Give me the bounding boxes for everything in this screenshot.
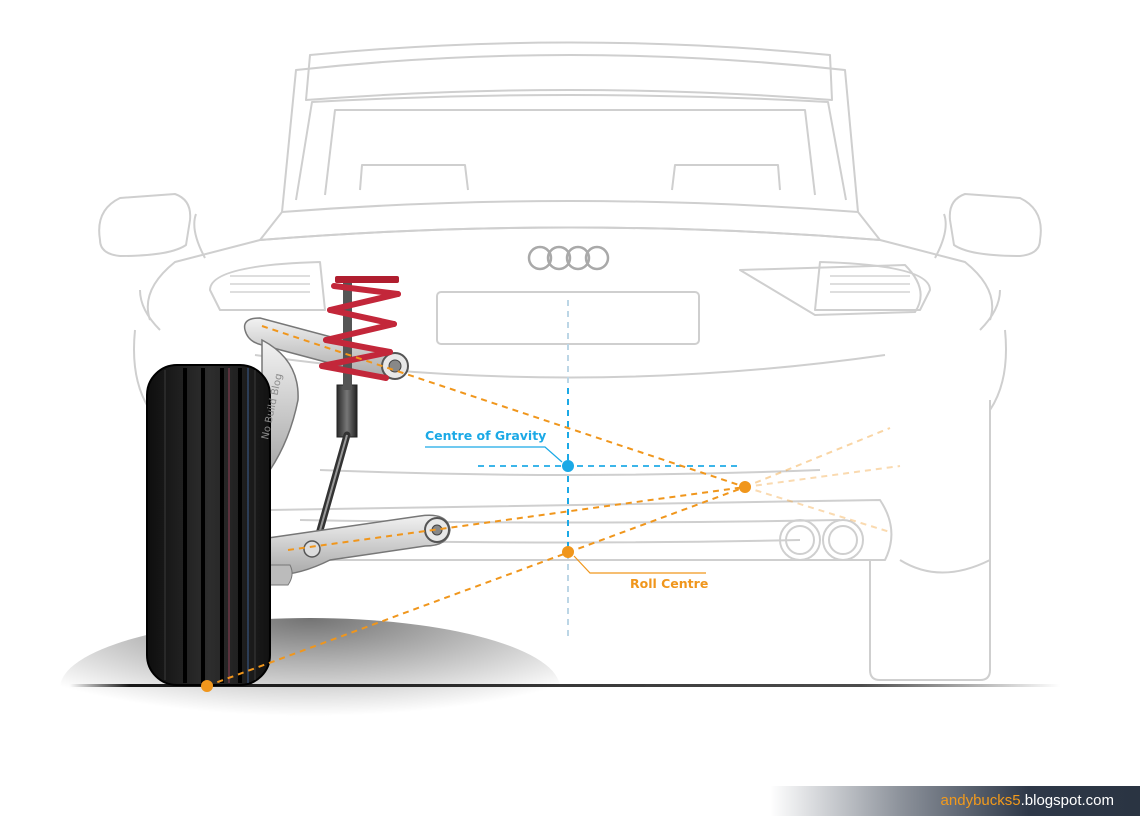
cog-point (562, 460, 574, 472)
cog-label-group: Centre of Gravity (425, 428, 563, 463)
footer-site-rest: .blogspot.com (1020, 792, 1114, 809)
tail-light-left (230, 275, 310, 293)
footer-site-link[interactable]: andybucks5.blogspot.com (941, 792, 1114, 809)
hub-carrier (261, 338, 299, 471)
cog-label: Centre of Gravity (425, 428, 546, 443)
audi-logo (527, 245, 610, 271)
tyre: No Build Blog (146, 364, 285, 686)
car-body-outline (98, 41, 1042, 681)
instant-centre-point (739, 481, 751, 493)
ground-shadow (60, 618, 560, 758)
coilover (311, 276, 401, 552)
tyre-contact-point (201, 680, 213, 692)
coil-spring (319, 283, 401, 381)
lower-wishbone (267, 514, 451, 586)
footer-site-highlight: andybucks5 (940, 792, 1021, 809)
ground-line (70, 684, 1060, 687)
roll-centre-label-group: Roll Centre (573, 555, 708, 591)
roll-centre-label: Roll Centre (630, 576, 708, 591)
roll-geometry-lines (206, 325, 901, 687)
footer-bar (770, 786, 1140, 816)
roll-centre-point (562, 546, 574, 558)
tail-light-right (830, 275, 910, 293)
